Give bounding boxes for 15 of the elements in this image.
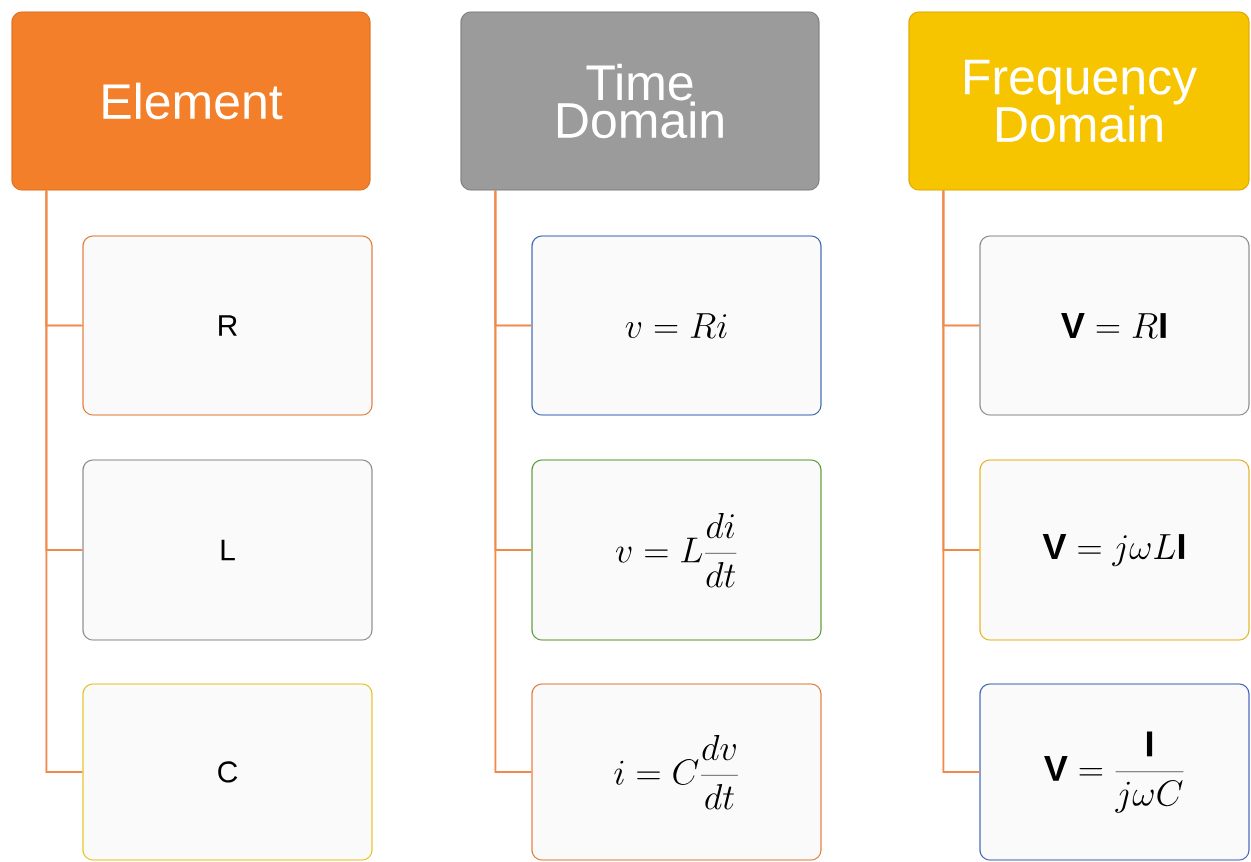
content-box: $v = Ri$: [531, 235, 822, 416]
header-box: Frequency Domain: [908, 11, 1250, 191]
connector-line: [942, 189, 981, 773]
content-box: $\mathbf{V} = j\omega L\mathbf{I}$: [979, 459, 1250, 641]
content-box: L: [82, 459, 373, 641]
content-box: $v = L\frac{di}{dt}$: [531, 459, 822, 641]
content-box: $\mathbf{V} = R\mathbf{I}$: [979, 235, 1250, 416]
content-box: $\mathbf{V} = \frac{\mathbf{I}}{j\omega C}$: [979, 683, 1250, 861]
header-box: Element: [11, 11, 371, 191]
content-box: C: [82, 683, 373, 861]
connector-line: [494, 189, 533, 773]
content-box: R: [82, 235, 373, 416]
connector-line: [45, 189, 84, 773]
header-box: Time Domain: [460, 11, 820, 191]
content-box: $i = C\frac{dv}{dt}$: [531, 683, 822, 861]
